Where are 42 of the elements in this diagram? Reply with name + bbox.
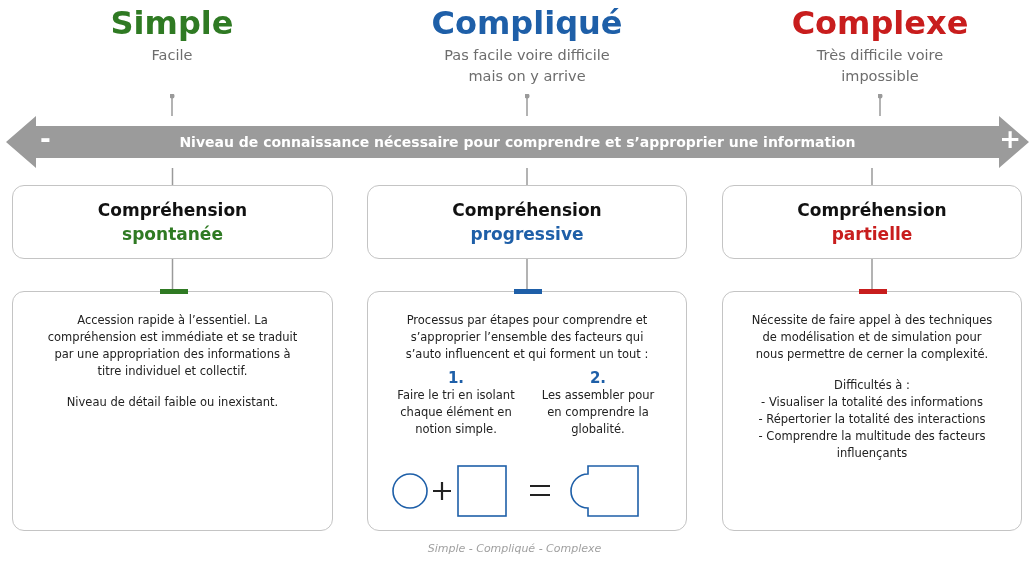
scale-sign: - — [40, 124, 51, 154]
description-text: Difficultés à : — [834, 377, 910, 394]
connector-line — [526, 258, 528, 292]
heading: Simple — [109, 4, 235, 42]
connector-line — [524, 93, 530, 117]
concept-card — [12, 185, 333, 259]
subtitle: Très difficile voire impossible — [815, 46, 945, 86]
card-title: Compréhension — [796, 199, 948, 222]
heading: Compliqué — [430, 4, 624, 42]
caption: Simple - Compliqué - Complexe — [426, 541, 603, 557]
scale-sign: + — [999, 124, 1021, 154]
connector-line — [871, 167, 873, 186]
description-text: Nécessite de faire appel à des techniques de modélisation et de simulation pour nous permettre de cerner la complexité. — [751, 312, 993, 363]
description-text: Processus par étapes pour comprendre et s’approprier l’ensemble des facteurs qui s’auto influencent et qui forment un tout : — [404, 312, 650, 363]
step-text: Faire le tri en isolant chaque élément en notion simple. — [396, 387, 516, 438]
subtitle: Pas facile voire difficile mais on y arrive — [443, 46, 611, 86]
connector-line — [526, 167, 528, 186]
description-text: - Comprendre la multitude des facteurs influençants — [757, 428, 987, 462]
card-title: Compréhension — [96, 199, 249, 222]
connector-line — [169, 93, 175, 117]
description-card — [12, 291, 333, 531]
card-subtitle: progressive — [469, 223, 585, 246]
subtitle: Facile — [150, 46, 194, 65]
concept-card — [722, 185, 1022, 259]
connector-line — [877, 93, 883, 117]
card-title: Compréhension — [451, 199, 603, 222]
step-number: 2. — [588, 369, 608, 387]
heading: Complexe — [790, 4, 970, 42]
connector-line — [171, 258, 174, 292]
step-text: Les assembler pour en comprendre la globalité. — [540, 387, 656, 438]
connector-line — [871, 258, 873, 292]
step-number: 1. — [446, 369, 466, 387]
band-label: Niveau de connaissance nécessaire pour comprendre et s’approprier une information — [178, 133, 857, 152]
description-card — [367, 291, 687, 531]
concept-card — [367, 185, 687, 259]
card-subtitle: partielle — [830, 223, 914, 246]
card-subtitle: spontanée — [121, 223, 224, 246]
description-card — [722, 291, 1022, 531]
description-text: - Visualiser la totalité des informations — [761, 394, 983, 411]
description-text: Accession rapide à l’essentiel. La compréhension est immédiate et se traduit par une appropriation des informations à titre individuel et collectif. — [46, 312, 299, 380]
description-text: Niveau de détail faible ou inexistant. — [66, 394, 279, 411]
description-text: - Répertorier la totalité des interactions — [758, 411, 986, 428]
